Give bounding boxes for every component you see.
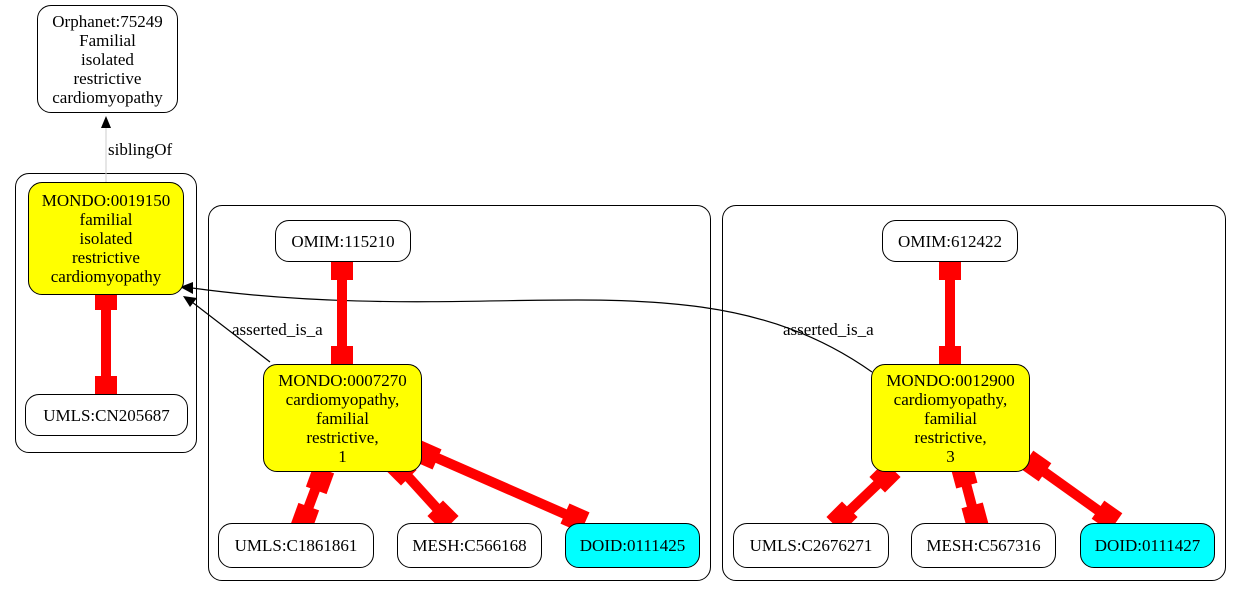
node-mesh-c566168[interactable]: MESH:C566168 (397, 523, 542, 568)
node-mondo-0019150[interactable]: MONDO:0019150 familial isolated restrict… (28, 182, 184, 295)
node-umls-c2676271[interactable]: UMLS:C2676271 (733, 523, 889, 568)
edge-asserted-is-a-left (191, 301, 271, 363)
edge-label-sibling-of: siblingOf (108, 140, 173, 159)
arrowhead-asserted-is-a-left (183, 296, 197, 307)
cluster-mondo-0007270 (208, 205, 711, 581)
node-orphanet-75249[interactable]: Orphanet:75249 Familial isolated restric… (37, 5, 178, 113)
edge-label-asserted-is-a-right: asserted_is_a (783, 320, 874, 339)
arrowhead-sibling-of (101, 116, 111, 128)
edge-label-asserted-is-a-left: asserted_is_a (232, 320, 323, 339)
node-omim-115210[interactable]: OMIM:115210 (275, 220, 411, 262)
node-mesh-c567316[interactable]: MESH:C567316 (911, 523, 1056, 568)
node-mondo-0012900[interactable]: MONDO:0012900 cardiomyopathy, familial r… (871, 364, 1030, 472)
node-umls-c1861861[interactable]: UMLS:C1861861 (218, 523, 374, 568)
cluster-mondo-0012900 (722, 205, 1226, 581)
edge-asserted-is-a-right (191, 287, 873, 373)
node-mondo-0007270[interactable]: MONDO:0007270 cardiomyopathy, familial r… (263, 364, 422, 472)
node-doid-0111427[interactable]: DOID:0111427 (1080, 523, 1215, 568)
arrowhead-asserted-is-a-right (180, 282, 193, 294)
node-omim-612422[interactable]: OMIM:612422 (882, 220, 1018, 262)
node-umls-cn205687[interactable]: UMLS:CN205687 (25, 394, 188, 436)
node-doid-0111425[interactable]: DOID:0111425 (565, 523, 700, 568)
